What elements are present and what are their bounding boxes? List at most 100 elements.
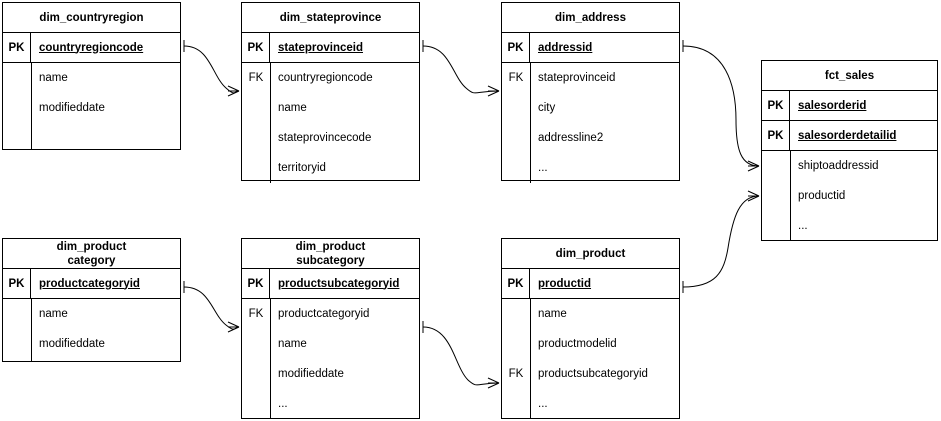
field-name: name (39, 308, 68, 320)
key-badge: PK (242, 269, 270, 298)
relationship-line (183, 286, 240, 330)
cardinality-many-marker (487, 377, 500, 389)
attribute-row[interactable]: name (502, 299, 679, 329)
cardinality-many-marker (227, 321, 240, 333)
relationship-line (422, 45, 500, 94)
field-name: territoryid (278, 162, 326, 174)
attribute-row[interactable]: ... (242, 389, 419, 419)
relationship-rel-countryregion-stateprovince (183, 40, 240, 97)
attribute-row[interactable]: ... (762, 211, 937, 241)
key-badge (502, 389, 530, 419)
primary-key-row[interactable]: PK salesorderid (762, 91, 937, 121)
key-badge: PK (502, 269, 530, 298)
key-badge: PK (762, 91, 790, 120)
relationship-rel-stateprovince-address (422, 40, 500, 97)
attribute-row[interactable]: ... (502, 153, 679, 183)
attribute-block: FK stateprovinceid city addressline2... (502, 63, 679, 183)
relationship-rel-productcategory-productsubcategory (183, 281, 240, 333)
field-name: name (278, 102, 307, 114)
key-badge (762, 181, 790, 211)
attribute-row[interactable]: name (242, 329, 419, 359)
field-name: modifieddate (278, 368, 344, 380)
attribute-row[interactable]: modifieddate (3, 329, 180, 359)
key-badge (502, 153, 530, 183)
field-name: countryregioncode (278, 72, 373, 84)
entity-title: fct_sales (762, 61, 937, 91)
field-name: name (39, 72, 68, 84)
attribute-row[interactable]: productid (762, 181, 937, 211)
key-badge (242, 123, 270, 153)
key-column-divider (31, 63, 32, 149)
attribute-row[interactable]: name (3, 63, 180, 93)
key-badge (242, 93, 270, 123)
attribute-row[interactable]: stateprovincecode (242, 123, 419, 153)
attribute-row[interactable]: name (242, 93, 419, 123)
field-name: ... (538, 162, 548, 174)
cardinality-many-marker (487, 85, 500, 97)
relationship-line (422, 326, 500, 386)
field-name: modifieddate (39, 102, 105, 114)
attribute-row[interactable]: territoryid (242, 153, 419, 183)
key-column-divider (530, 63, 531, 183)
attribute-row[interactable]: name (3, 299, 180, 329)
key-badge: FK (508, 72, 524, 84)
field-name: productid (538, 277, 592, 290)
key-column-divider (270, 299, 271, 419)
key-badge (502, 123, 530, 153)
attribute-block: name modifieddate (3, 63, 180, 149)
relationship-rel-product-sales (682, 190, 760, 293)
key-badge (762, 211, 790, 241)
attribute-row[interactable]: modifieddate (3, 93, 180, 123)
attribute-row[interactable]: productmodelid (502, 329, 679, 359)
field-name: productcategoryid (278, 308, 370, 320)
relationship-line (682, 195, 760, 288)
field-name: productcategoryid (39, 277, 140, 290)
primary-key-row[interactable]: PK productid (502, 269, 679, 299)
attribute-row[interactable]: ... (502, 389, 679, 419)
attribute-row[interactable]: city (502, 93, 679, 123)
field-name: stateprovinceid (538, 72, 616, 84)
entity-title: dim_product subcategory (242, 239, 419, 269)
field-name: salesorderdetailid (798, 129, 897, 142)
primary-key-row[interactable]: PK productsubcategoryid (242, 269, 419, 299)
key-badge: PK (3, 33, 31, 62)
key-column-divider (530, 299, 531, 419)
key-badge (242, 359, 270, 389)
cardinality-many-marker (227, 85, 240, 97)
field-name: city (538, 102, 556, 114)
attribute-row[interactable]: addressline2 (502, 123, 679, 153)
attribute-row[interactable]: modifieddate (242, 359, 419, 389)
field-name: productsubcategoryid (278, 277, 400, 290)
attribute-row[interactable]: shiptoaddressid (762, 151, 937, 181)
field-name: productid (798, 190, 846, 202)
key-badge (3, 63, 31, 93)
field-name: ... (538, 398, 548, 410)
key-badge: PK (242, 33, 270, 62)
key-badge (502, 93, 530, 123)
key-badge (3, 329, 31, 359)
cardinality-many-marker (747, 160, 760, 172)
cardinality-many-marker (747, 190, 760, 202)
attribute-row[interactable]: FK stateprovinceid (502, 63, 679, 93)
field-name: salesorderid (798, 99, 867, 112)
key-column-divider (31, 299, 32, 361)
